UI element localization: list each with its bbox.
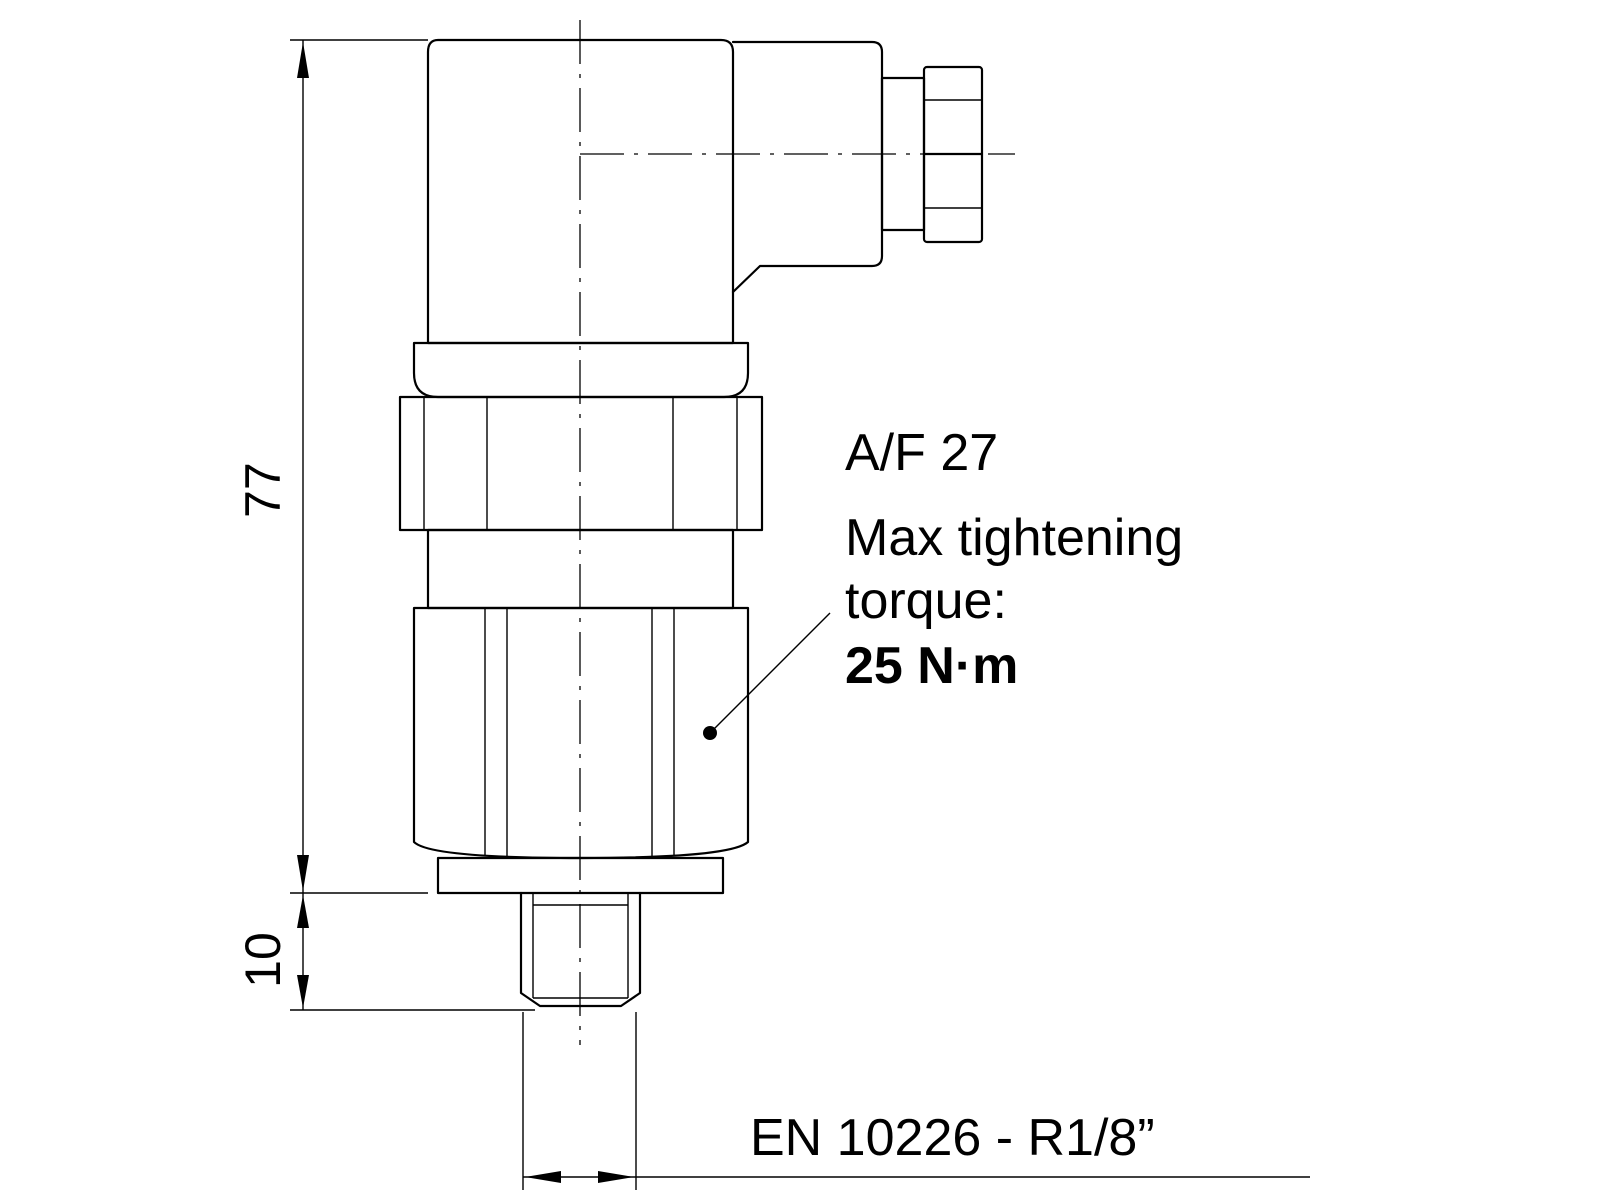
dimension-77 xyxy=(290,39,428,894)
upper-hex xyxy=(398,395,764,532)
dimension-10 xyxy=(290,893,535,1011)
torque-label-line2: torque: xyxy=(845,572,1007,630)
base-flange xyxy=(436,856,725,895)
torque-value: 25 N·m xyxy=(845,637,1018,695)
dim-77-label: 77 xyxy=(235,462,291,518)
torque-leader xyxy=(703,612,831,740)
collar-ring xyxy=(412,341,750,399)
dim-10-label: 10 xyxy=(235,932,291,988)
threaded-stem xyxy=(519,891,642,1008)
dimension-thread-diameter xyxy=(522,1012,1310,1190)
torque-label-line1: Max tightening xyxy=(845,509,1183,567)
connector-plug xyxy=(731,40,984,294)
main-hex xyxy=(412,606,750,860)
across-flats-label: A/F 27 xyxy=(845,424,998,482)
thread-spec-label: EN 10226 - R1/8” xyxy=(750,1109,1155,1167)
